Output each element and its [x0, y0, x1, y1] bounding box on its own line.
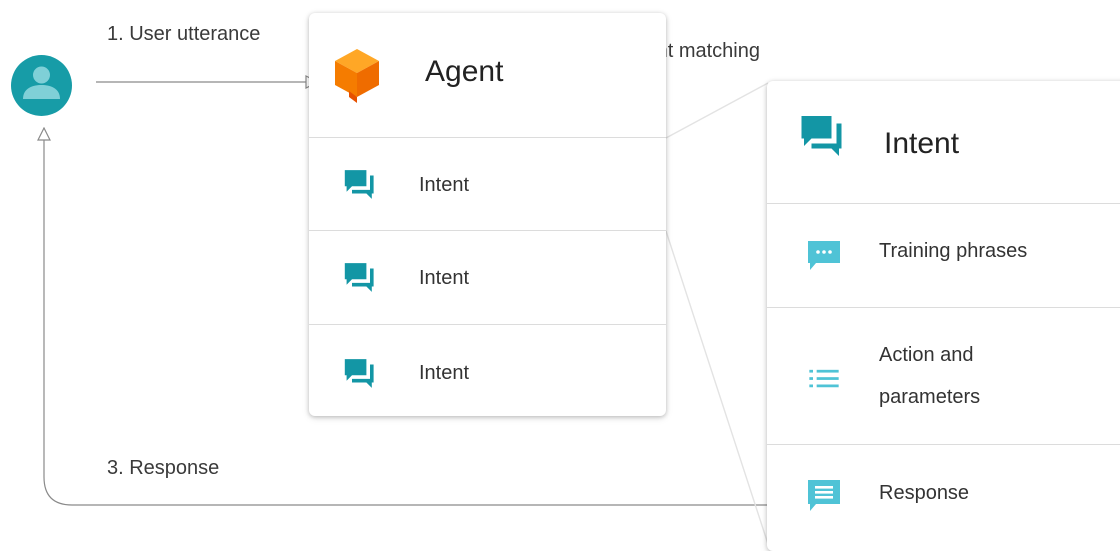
intent-icon	[801, 116, 842, 156]
agent-header: Agent	[309, 13, 666, 137]
user-avatar-icon	[11, 55, 72, 116]
intent-detail-title: Intent	[884, 127, 960, 160]
agent-title: Agent	[425, 55, 504, 88]
step-user-utterance: 1. User utterance	[107, 23, 261, 45]
agent-logo-icon	[335, 49, 379, 103]
zoom-line-bottom	[665, 230, 769, 544]
training-phrases-row: Training phrases	[767, 203, 1120, 308]
intent-row-3: Intent	[309, 324, 666, 416]
training-phrases-label: Training phrases	[879, 240, 1028, 262]
action-parameters-row: Action and parameters	[767, 307, 1120, 445]
response-row: Response	[767, 444, 1120, 551]
action-parameters-label-line2: parameters	[879, 386, 981, 408]
training-phrases-icon	[808, 241, 840, 270]
action-parameters-label-line1: Action and	[879, 344, 974, 366]
intent-icon	[344, 263, 374, 292]
intent-icon	[344, 359, 374, 388]
agent-card: Agent Intent Intent Intent	[309, 13, 666, 416]
list-icon	[809, 369, 839, 388]
response-label: Response	[879, 482, 970, 504]
response-message-icon	[808, 480, 840, 511]
intent-label: Intent	[419, 362, 470, 384]
intent-detail-header: Intent	[767, 81, 1120, 203]
intent-row-2: Intent	[309, 230, 666, 325]
intent-icon	[344, 170, 374, 199]
intent-label: Intent	[419, 174, 470, 196]
step-response: 3. Response	[107, 457, 220, 479]
intent-row-1: Intent	[309, 137, 666, 231]
intent-detail-card: Intent Training phrases Action and param…	[767, 81, 1120, 551]
intent-label: Intent	[419, 267, 470, 289]
zoom-line-top	[665, 82, 769, 139]
